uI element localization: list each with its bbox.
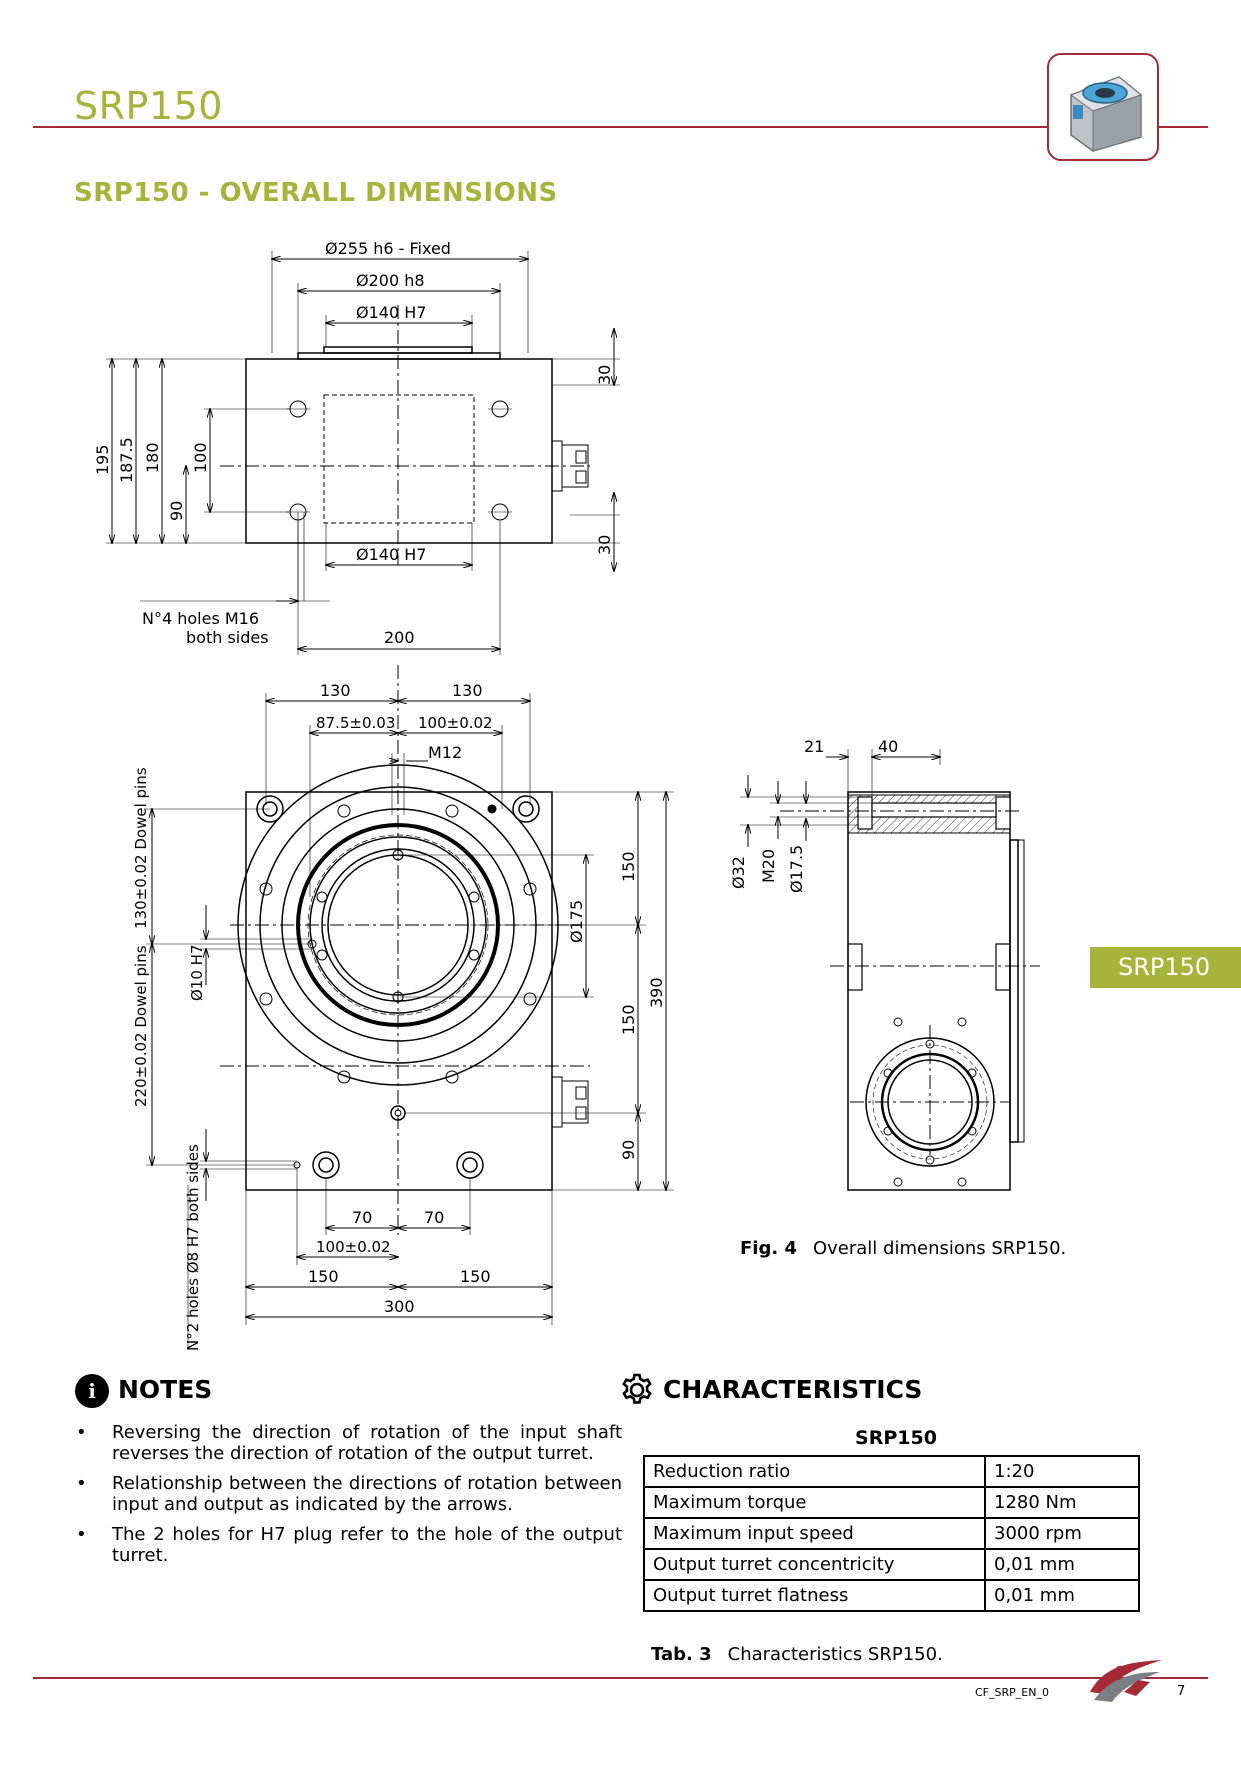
dim-b100: 100±0.02	[316, 1238, 391, 1256]
dim-r150-a: 150	[619, 851, 638, 882]
dim-w130-right: 130	[452, 681, 483, 700]
footer-rule	[33, 1677, 1208, 1679]
dim-b300: 300	[384, 1297, 415, 1316]
top-view	[106, 251, 620, 655]
dim-b70-right: 70	[424, 1208, 444, 1227]
dim-b70-left: 70	[352, 1208, 372, 1227]
table-cell-value: 1:20	[984, 1455, 1140, 1488]
gear-icon	[620, 1373, 654, 1411]
dim-d87: 87.5±0.03	[316, 714, 395, 732]
side-view	[740, 749, 1040, 1191]
technical-drawing: Ø255 h6 - Fixed Ø200 h8 Ø140 H7 Ø140 H7 …	[90, 225, 1100, 1359]
dim-d32: Ø32	[729, 856, 748, 889]
dim-d17: Ø17.5	[787, 845, 806, 893]
info-icon: i	[75, 1374, 109, 1408]
side-tab: SRP150	[1090, 947, 1241, 988]
dim-m20: M20	[759, 849, 778, 883]
table-caption-text: Characteristics SRP150.	[727, 1644, 943, 1665]
product-thumbnail	[1047, 53, 1159, 161]
dim-d10: Ø10 H7	[188, 945, 206, 1001]
dim-w21: 21	[804, 737, 824, 756]
page-number: 7	[1177, 1684, 1186, 1699]
dim-d175: Ø175	[567, 900, 586, 943]
table-cell-value: 0,01 mm	[984, 1548, 1140, 1581]
dim-h100: 100	[191, 442, 210, 473]
dim-r30-bottom: 30	[595, 535, 614, 555]
table-cell-value: 0,01 mm	[984, 1579, 1140, 1612]
table-title: SRP150	[855, 1427, 937, 1449]
table-cell-value: 3000 rpm	[984, 1517, 1140, 1550]
figure-label: Fig. 4	[740, 1238, 797, 1259]
dim-h180: 180	[143, 442, 162, 473]
table-cell-label: Maximum torque	[643, 1486, 986, 1519]
dim-h390: 390	[647, 977, 666, 1008]
table-cell-label: Output turret concentricity	[643, 1548, 986, 1581]
table-caption: Tab. 3 Characteristics SRP150.	[651, 1644, 943, 1665]
dim-m12: M12	[428, 743, 462, 762]
figure-caption: Fig. 4 Overall dimensions SRP150.	[740, 1238, 1066, 1259]
table-cell-label: Output turret flatness	[643, 1579, 986, 1612]
page-header-title: SRP150	[74, 84, 223, 128]
dim-w200: 200	[384, 628, 415, 647]
header-rule	[33, 126, 1208, 128]
characteristics-title: CHARACTERISTICS	[663, 1375, 923, 1404]
notes-title: NOTES	[118, 1375, 213, 1404]
dim-dowel-130: 130±0.02 Dowel pins	[132, 767, 150, 929]
company-logo	[1084, 1652, 1166, 1710]
figure-caption-text: Overall dimensions SRP150.	[812, 1238, 1067, 1259]
dim-r30-top: 30	[595, 365, 614, 385]
note-item: Relationship between the directions of r…	[74, 1473, 622, 1515]
notes-list: Reversing the direction of rotation of t…	[74, 1422, 622, 1575]
table-caption-label: Tab. 3	[651, 1644, 712, 1665]
dim-holes-m16: N°4 holes M16	[142, 609, 259, 628]
dim-d140-bottom: Ø140 H7	[356, 545, 426, 564]
dim-b150-right: 150	[460, 1267, 491, 1286]
dim-b150-left: 150	[308, 1267, 339, 1286]
dim-holes-both-sides: both sides	[186, 628, 269, 647]
dim-d140-top: Ø140 H7	[356, 303, 426, 322]
dim-dowel-220: 220±0.02 Dowel pins	[132, 945, 150, 1107]
note-item: The 2 holes for H7 plug refer to the hol…	[74, 1524, 622, 1566]
dim-w130-left: 130	[320, 681, 351, 700]
section-title: SRP150 - OVERALL DIMENSIONS	[74, 178, 558, 208]
dim-r90: 90	[619, 1140, 638, 1160]
table-cell-value: 1280 Nm	[984, 1486, 1140, 1519]
note-item: Reversing the direction of rotation of t…	[74, 1422, 622, 1464]
document-code: CF_SRP_EN_0	[975, 1686, 1049, 1699]
table-cell-label: Reduction ratio	[643, 1455, 986, 1488]
dim-d255: Ø255 h6 - Fixed	[325, 239, 451, 258]
dim-w40: 40	[878, 737, 898, 756]
dim-holes-d8: N°2 holes Ø8 H7 both sides	[184, 1144, 202, 1351]
front-view	[146, 665, 674, 1347]
dim-h90: 90	[167, 501, 186, 521]
dim-r150-b: 150	[619, 1004, 638, 1035]
table-cell-label: Maximum input speed	[643, 1517, 986, 1550]
dim-d100: 100±0.02	[418, 714, 493, 732]
dim-h187: 187.5	[117, 437, 136, 483]
dim-h195: 195	[93, 444, 112, 475]
dim-d200: Ø200 h8	[356, 271, 425, 290]
